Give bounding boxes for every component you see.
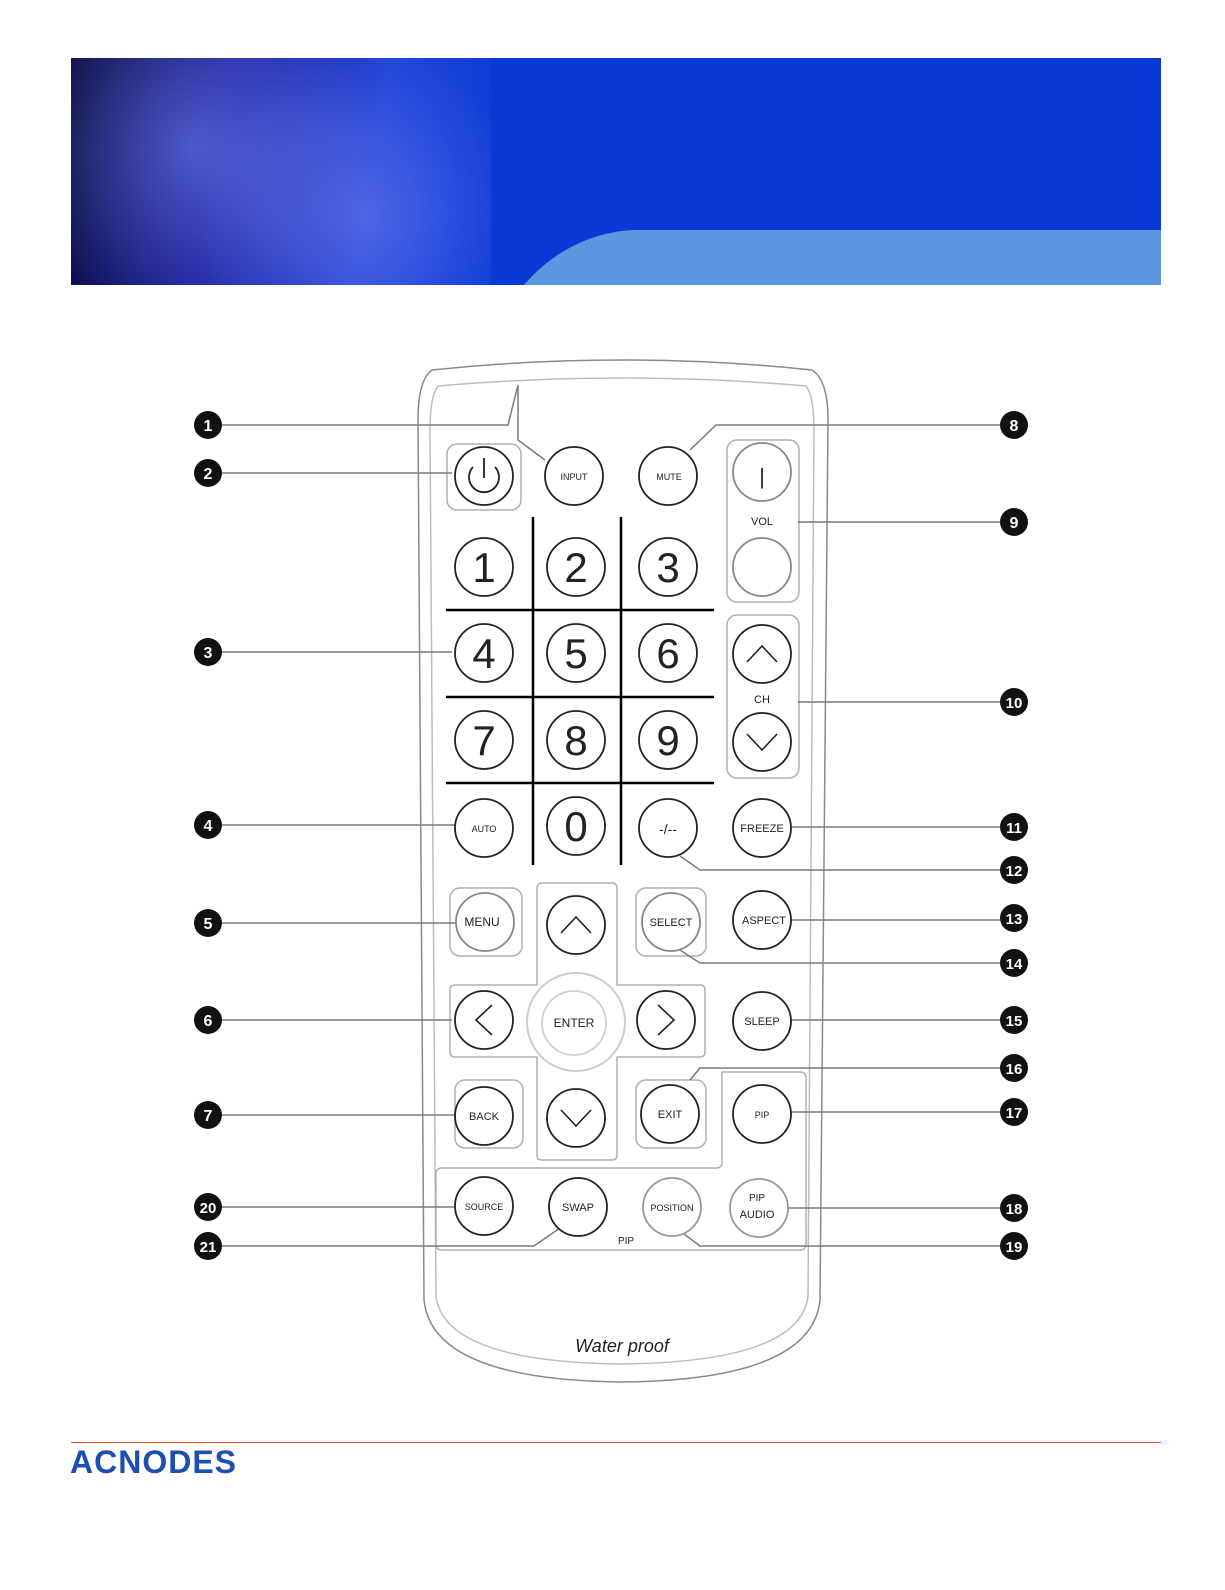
acnodes-logo: ACNODES — [70, 1444, 237, 1481]
pip-label: PIP — [755, 1110, 770, 1120]
swap-label: SWAP — [562, 1202, 594, 1214]
svg-text:20: 20 — [200, 1200, 217, 1217]
svg-text:15: 15 — [1006, 1013, 1023, 1030]
svg-text:6: 6 — [204, 1013, 213, 1030]
svg-text:11: 11 — [1006, 820, 1022, 837]
ch-up-button[interactable] — [733, 625, 791, 683]
callout-3: 3 — [194, 638, 222, 666]
callout-12: 12 — [1000, 856, 1028, 884]
svg-text:5: 5 — [204, 916, 213, 933]
source-label: SOURCE — [465, 1202, 504, 1212]
callout-1: 1 — [194, 411, 222, 439]
enter-label: ENTER — [554, 1016, 595, 1030]
down-arrow-button[interactable] — [547, 1089, 605, 1147]
pip-audio-label-1: PIP — [749, 1193, 765, 1204]
digit-5-label: 5 — [564, 630, 587, 677]
callouts: 1 2 3 4 5 6 7 8 9 10 11 12 13 14 15 16 1… — [194, 411, 1028, 1260]
ch-label: CH — [754, 694, 770, 706]
svg-text:4: 4 — [204, 818, 213, 835]
select-label: SELECT — [650, 917, 693, 929]
svg-text:3: 3 — [204, 645, 213, 662]
svg-text:18: 18 — [1006, 1201, 1023, 1218]
left-arrow-button[interactable] — [455, 991, 513, 1049]
pip-audio-button[interactable] — [730, 1179, 788, 1237]
digit-3-label: 3 — [656, 544, 679, 591]
sleep-label: SLEEP — [744, 1016, 779, 1028]
svg-text:10: 10 — [1006, 695, 1023, 712]
callout-5: 5 — [194, 909, 222, 937]
footer-divider — [71, 1442, 1161, 1443]
dash-label: -/-- — [659, 821, 677, 837]
callout-4: 4 — [194, 811, 222, 839]
digit-4-label: 4 — [472, 630, 495, 677]
svg-text:17: 17 — [1006, 1105, 1023, 1122]
digit-9-label: 9 — [656, 717, 679, 764]
ch-down-button[interactable] — [733, 713, 791, 771]
callout-21: 21 — [194, 1232, 222, 1260]
digit-0-label: 0 — [564, 803, 587, 850]
pip-audio-label-2: AUDIO — [740, 1209, 775, 1221]
right-arrow-button[interactable] — [637, 991, 695, 1049]
pip-group-label: PIP — [618, 1236, 634, 1247]
callout-13: 13 — [1000, 904, 1028, 932]
svg-text:1: 1 — [204, 418, 213, 435]
svg-text:12: 12 — [1006, 863, 1023, 880]
digit-7-label: 7 — [472, 717, 495, 764]
callout-14: 14 — [1000, 949, 1028, 977]
svg-text:14: 14 — [1006, 956, 1023, 973]
svg-text:8: 8 — [1010, 418, 1019, 435]
callout-19: 19 — [1000, 1232, 1028, 1260]
digit-2-label: 2 — [564, 544, 587, 591]
svg-text:19: 19 — [1006, 1239, 1023, 1256]
exit-label: EXIT — [658, 1109, 683, 1121]
callout-15: 15 — [1000, 1006, 1028, 1034]
callout-2: 2 — [194, 459, 222, 487]
freeze-label: FREEZE — [740, 823, 783, 835]
auto-label: AUTO — [472, 824, 497, 834]
callout-8: 8 — [1000, 411, 1028, 439]
svg-text:9: 9 — [1010, 515, 1019, 532]
callout-11: 11 — [1000, 813, 1028, 841]
vol-up-glyph: | — [759, 464, 765, 489]
callout-20: 20 — [194, 1193, 222, 1221]
svg-text:13: 13 — [1006, 911, 1023, 928]
callout-7: 7 — [194, 1101, 222, 1129]
svg-text:16: 16 — [1006, 1061, 1023, 1078]
digit-8-label: 8 — [564, 717, 587, 764]
back-label: BACK — [469, 1111, 500, 1123]
vol-label: VOL — [751, 516, 773, 528]
digit-1-label: 1 — [472, 544, 495, 591]
callout-18: 18 — [1000, 1194, 1028, 1222]
callout-16: 16 — [1000, 1054, 1028, 1082]
callout-6: 6 — [194, 1006, 222, 1034]
waterproof-label: Water proof — [575, 1336, 671, 1356]
svg-text:2: 2 — [204, 466, 213, 483]
aspect-label: ASPECT — [742, 915, 786, 927]
position-label: POSITION — [650, 1203, 693, 1213]
digit-6-label: 6 — [656, 630, 679, 677]
menu-label: MENU — [464, 915, 499, 929]
mute-label: MUTE — [656, 472, 682, 482]
input-label: INPUT — [561, 472, 589, 482]
callout-10: 10 — [1000, 688, 1028, 716]
svg-text:7: 7 — [204, 1108, 213, 1125]
vol-down-button[interactable] — [733, 538, 791, 596]
callout-17: 17 — [1000, 1098, 1028, 1126]
up-arrow-button[interactable] — [547, 896, 605, 954]
svg-text:21: 21 — [200, 1239, 217, 1256]
callout-9: 9 — [1000, 508, 1028, 536]
